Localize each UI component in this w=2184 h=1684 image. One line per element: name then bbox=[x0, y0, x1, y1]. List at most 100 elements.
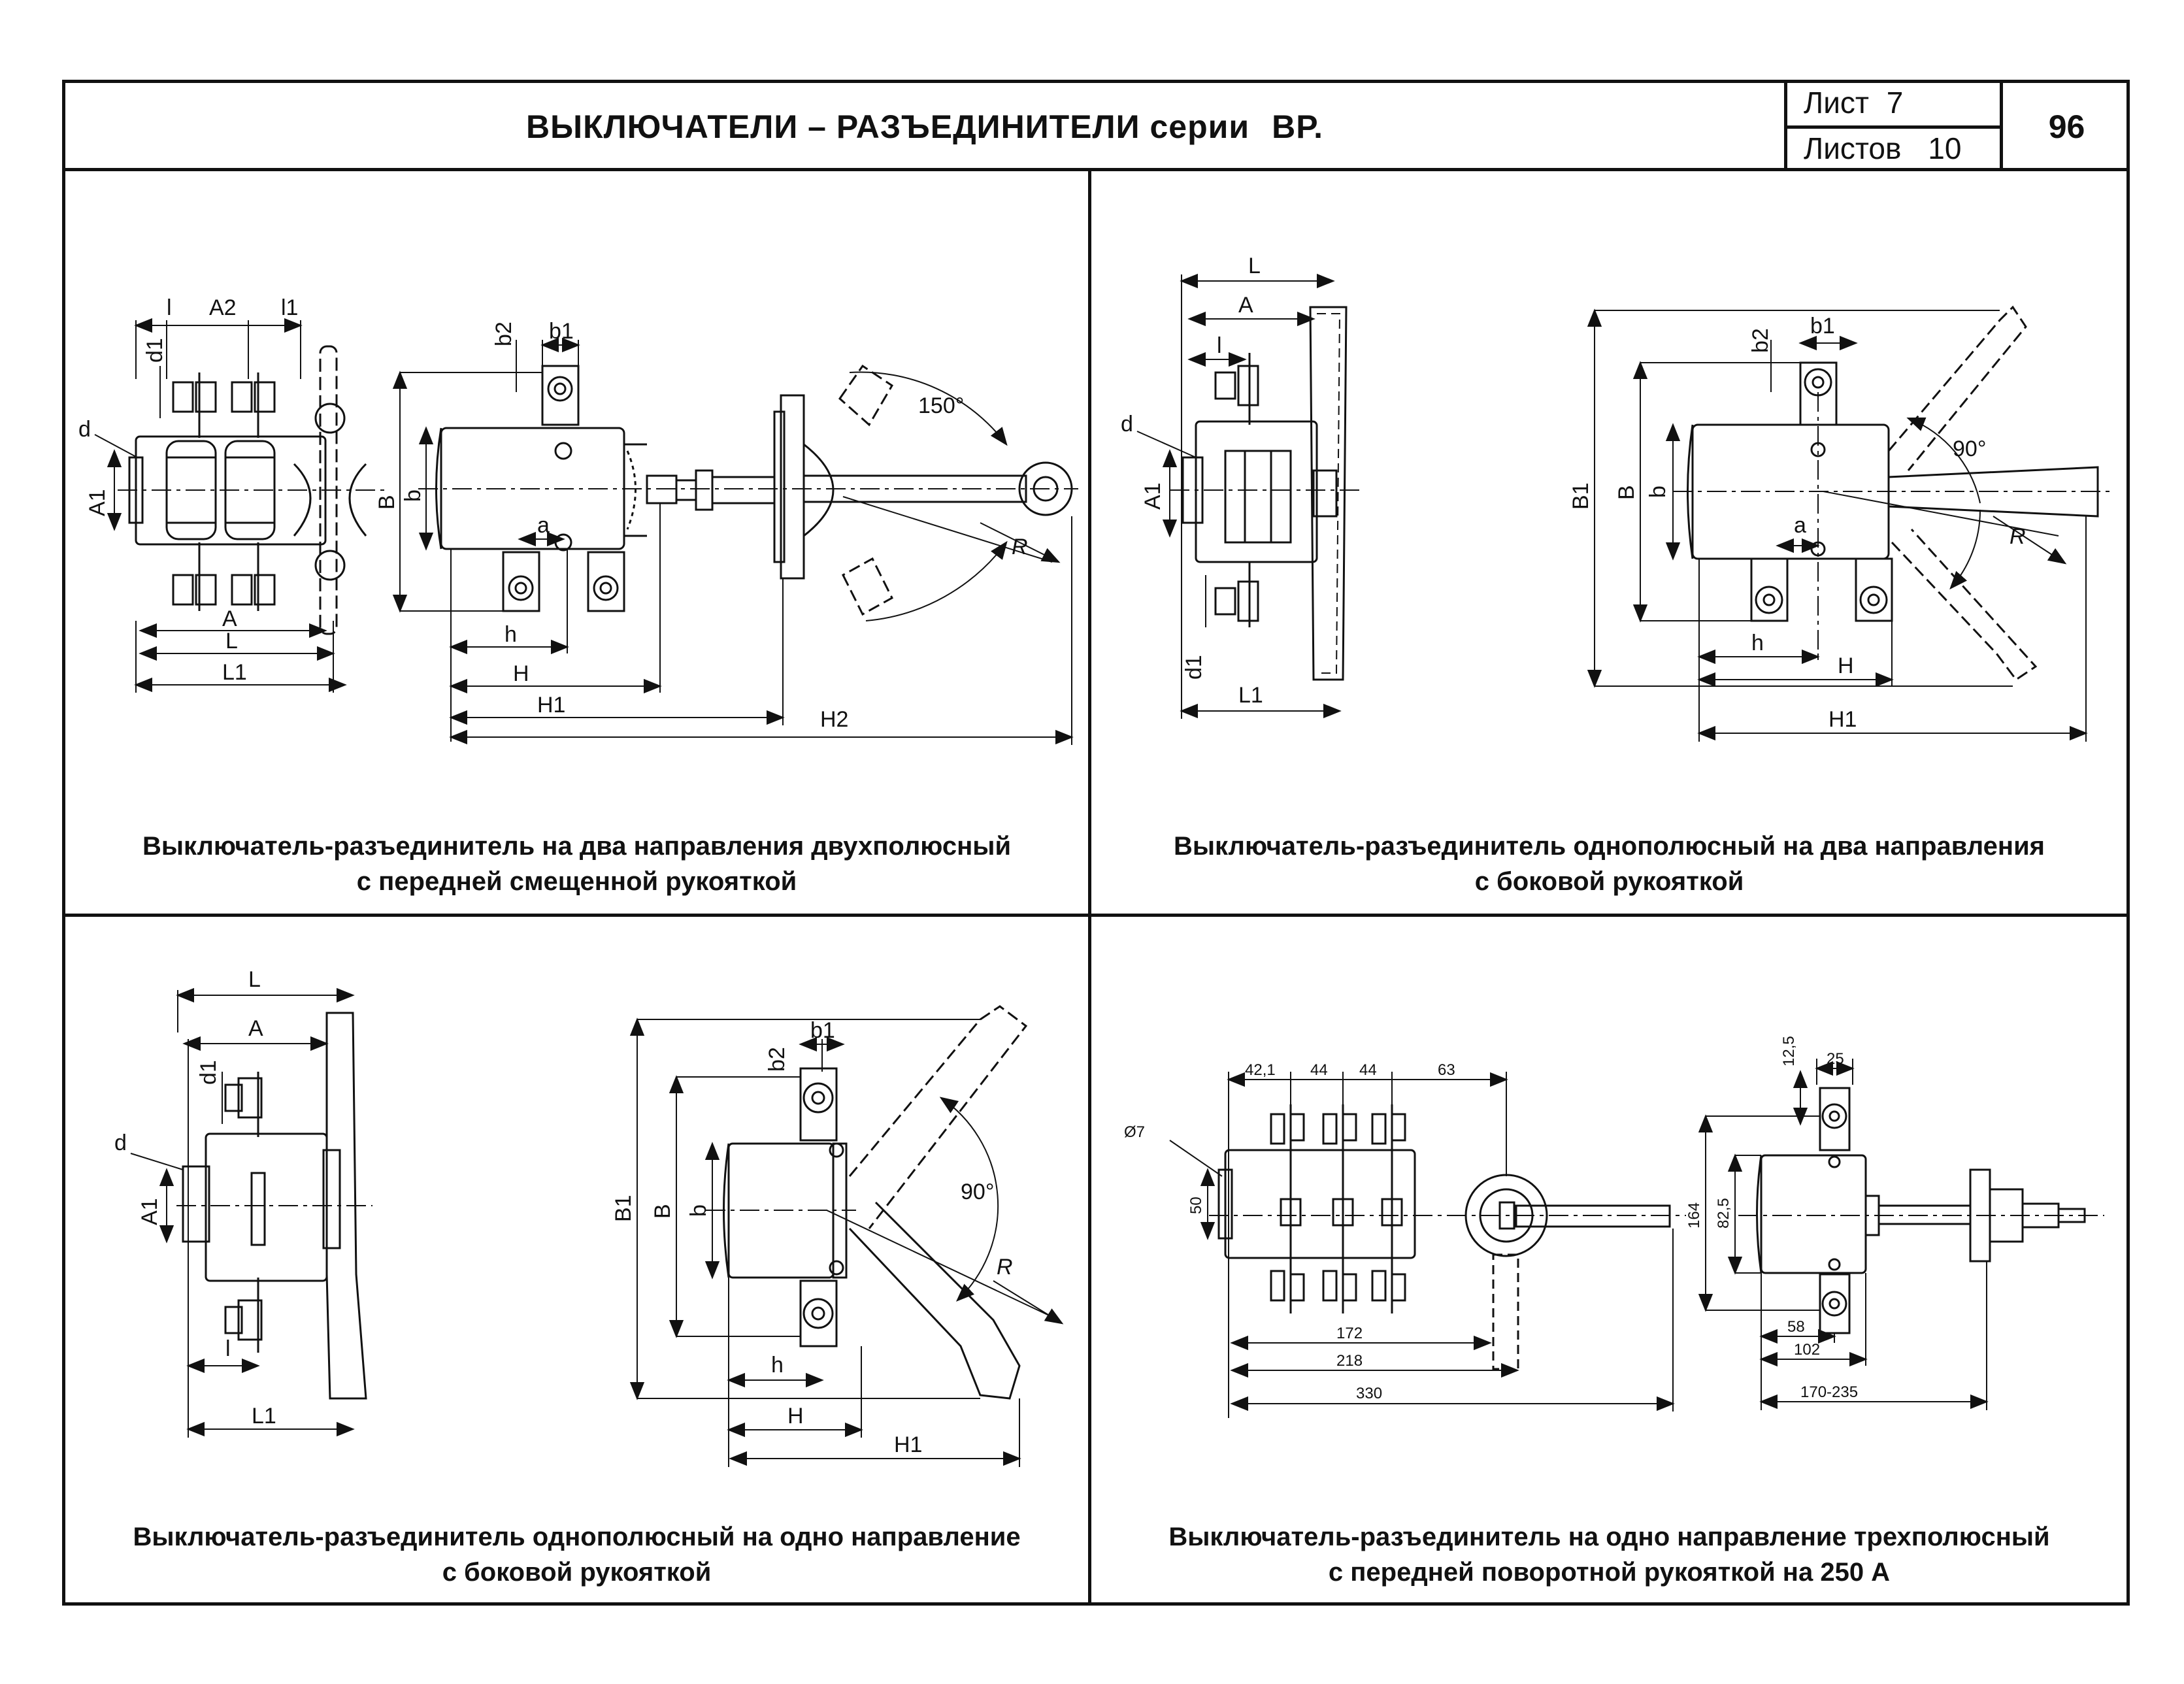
page-title: ВЫКЛЮЧАТЕЛИ – РАЗЪЕДИНИТЕЛИ серии ВР. bbox=[65, 84, 1784, 170]
p3-label-A: A bbox=[248, 1016, 263, 1041]
p4-label-218: 218 bbox=[1336, 1352, 1363, 1370]
p3-label-H1: H1 bbox=[894, 1432, 922, 1457]
page-title-text: ВЫКЛЮЧАТЕЛИ – РАЗЪЕДИНИТЕЛИ серии bbox=[526, 108, 1250, 145]
sheets-value: 10 bbox=[1928, 131, 1962, 165]
panel3-side-view bbox=[629, 1005, 1064, 1467]
p4-label-164: 164 bbox=[1685, 1202, 1703, 1229]
p2-label-L: L bbox=[1248, 254, 1261, 278]
p2-label-R: R bbox=[2010, 524, 2026, 549]
panel3-caption: Выключатель-разъединитель однополюсный н… bbox=[65, 1519, 1088, 1590]
p1-label-L1: L1 bbox=[222, 660, 247, 685]
p1-label-R: R bbox=[1012, 535, 1028, 559]
p2-label-d: d bbox=[1121, 412, 1133, 437]
p2-label-b2: b2 bbox=[1748, 328, 1773, 353]
p1-label-H1: H1 bbox=[537, 693, 565, 718]
p4-label-50: 50 bbox=[1187, 1197, 1205, 1214]
sheets-label: Листов bbox=[1804, 131, 1902, 165]
p1-label-d: d bbox=[78, 417, 91, 442]
p1-label-B: B bbox=[374, 495, 399, 510]
p1-label-A1: A1 bbox=[85, 489, 110, 516]
panel3-caption-line1: Выключатель-разъединитель однополюсный н… bbox=[133, 1523, 1021, 1551]
p1-label-H: H bbox=[513, 661, 529, 686]
p3-label-b1: b1 bbox=[810, 1018, 835, 1043]
p1-label-h: h bbox=[505, 622, 517, 647]
panel2-caption-line2: с боковой рукояткой bbox=[1474, 867, 1744, 896]
panel2-caption-line1: Выключатель-разъединитель однополюсный н… bbox=[1173, 832, 2045, 861]
panel2-side-view bbox=[1587, 305, 2111, 742]
panel1-caption-line2: с передней смещенной рукояткой bbox=[356, 867, 797, 896]
p4-label-82-5: 82,5 bbox=[1715, 1198, 1732, 1229]
panel-horizontal-divider bbox=[62, 914, 2130, 917]
p2-label-H1: H1 bbox=[1828, 707, 1857, 732]
sheets-total-cell: Листов 10 bbox=[1804, 131, 1961, 166]
p2-label-A1: A1 bbox=[1140, 482, 1165, 510]
panel2-caption: Выключатель-разъединитель однополюсный н… bbox=[1091, 829, 2127, 899]
page-number: 96 bbox=[2048, 108, 2085, 145]
p3-label-H: H bbox=[787, 1404, 804, 1428]
p1-label-L: L bbox=[225, 629, 238, 653]
p4-label-25: 25 bbox=[1827, 1050, 1844, 1068]
p3-label-angle: 90° bbox=[961, 1180, 994, 1204]
p4-label-44a: 44 bbox=[1310, 1061, 1328, 1079]
p3-label-L: L bbox=[248, 967, 261, 992]
panel1-front-view bbox=[94, 318, 386, 693]
p3-label-R: R bbox=[997, 1255, 1013, 1280]
p1-label-b2: b2 bbox=[491, 322, 516, 346]
panel4-caption-line2: с передней поворотной рукояткой на 250 А bbox=[1328, 1558, 1891, 1587]
p1-label-l: l bbox=[167, 295, 172, 320]
panel4-side-view bbox=[1698, 1059, 2104, 1410]
p3-label-B1: B1 bbox=[611, 1195, 636, 1222]
p2-label-d1: d1 bbox=[1182, 655, 1206, 680]
panel4-caption: Выключатель-разъединитель на одно направ… bbox=[1091, 1519, 2127, 1590]
p2-label-L1: L1 bbox=[1238, 683, 1263, 708]
p3-label-A1: A1 bbox=[137, 1198, 162, 1225]
panel1-side-view bbox=[392, 337, 1078, 745]
p3-label-d1: d1 bbox=[196, 1060, 221, 1085]
p1-label-A: A bbox=[222, 606, 237, 631]
p1-label-A2: A2 bbox=[209, 295, 237, 320]
p2-label-l: l bbox=[1217, 333, 1222, 358]
p3-label-d: d bbox=[114, 1131, 127, 1155]
p4-label-42-1: 42,1 bbox=[1245, 1061, 1276, 1079]
p2-label-A: A bbox=[1238, 293, 1253, 318]
p2-label-B1: B1 bbox=[1568, 482, 1593, 510]
p3-label-l: l bbox=[225, 1336, 231, 1361]
p4-label-44b: 44 bbox=[1359, 1061, 1377, 1079]
panel-vertical-divider bbox=[1088, 170, 1091, 1606]
p2-label-a: a bbox=[1794, 513, 1806, 538]
panel3-caption-line2: с боковой рукояткой bbox=[442, 1558, 712, 1587]
sheet-value: 7 bbox=[1886, 86, 1904, 120]
panel3-front-view bbox=[130, 987, 372, 1438]
p4-label-63: 63 bbox=[1438, 1061, 1455, 1079]
p2-label-angle: 90° bbox=[1953, 437, 1986, 461]
p1-label-b: b bbox=[401, 489, 425, 502]
drawing-frame bbox=[62, 80, 2130, 1606]
p2-label-h: h bbox=[1751, 631, 1764, 655]
p2-label-b1: b1 bbox=[1810, 314, 1835, 338]
p2-label-B: B bbox=[1614, 485, 1639, 500]
p1-label-b1: b1 bbox=[549, 319, 574, 344]
header-sheet-row-divider bbox=[1784, 125, 2003, 129]
p3-label-B: B bbox=[650, 1204, 675, 1219]
p1-label-H2: H2 bbox=[820, 707, 848, 732]
panel4-caption-line1: Выключатель-разъединитель на одно направ… bbox=[1168, 1523, 2050, 1551]
sheet-cell: Лист 7 bbox=[1804, 85, 1903, 120]
p4-label-330: 330 bbox=[1356, 1385, 1382, 1402]
p3-label-b2: b2 bbox=[765, 1047, 789, 1072]
panel2-front-view bbox=[1136, 273, 1359, 719]
p3-label-L1: L1 bbox=[252, 1404, 276, 1428]
p4-label-170-235: 170-235 bbox=[1800, 1383, 1858, 1401]
p2-label-H: H bbox=[1838, 653, 1854, 678]
p4-label-172: 172 bbox=[1336, 1325, 1363, 1342]
p4-label-12-5: 12,5 bbox=[1780, 1036, 1798, 1066]
p4-label-phi7: Ø7 bbox=[1124, 1123, 1145, 1141]
p1-label-d1: d1 bbox=[142, 338, 167, 363]
p1-label-angle: 150° bbox=[918, 393, 964, 418]
p4-label-102: 102 bbox=[1794, 1341, 1820, 1359]
sheet-label: Лист bbox=[1804, 86, 1869, 120]
p3-label-b: b bbox=[686, 1204, 711, 1217]
panel1-caption: Выключатель-разъединитель на два направл… bbox=[65, 829, 1088, 899]
p2-label-b: b bbox=[1646, 486, 1670, 498]
p1-label-l1: l1 bbox=[281, 295, 298, 320]
